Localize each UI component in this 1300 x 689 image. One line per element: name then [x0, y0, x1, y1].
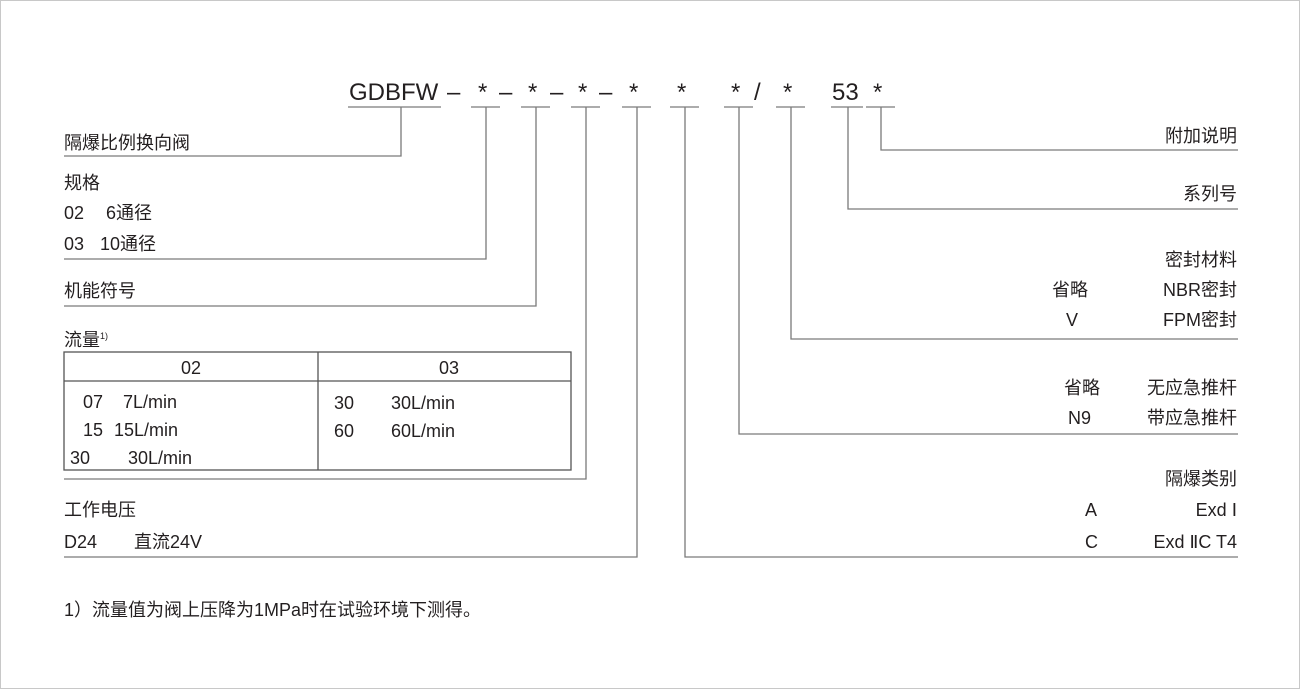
explosion-desc: Exd ⅡC T4 — [1153, 532, 1237, 552]
footnote: 1）流量值为阀上压降为1MPa时在试验环境下测得。 — [64, 600, 482, 620]
explosion-desc: Exd Ⅰ — [1195, 500, 1237, 520]
code-size: * — [478, 79, 488, 106]
voltage-code: D24 — [64, 532, 98, 552]
flow-value: 30L/min — [128, 448, 193, 468]
size-code: 03 — [64, 234, 85, 254]
explosion-title: 隔爆类别 — [1165, 469, 1237, 489]
flow-title: 流量1) — [64, 325, 108, 351]
series-title: 系列号 — [1183, 184, 1237, 204]
flow-value: 60L/min — [391, 421, 456, 441]
seal-title: 密封材料 — [1165, 250, 1237, 270]
code-dash: – — [599, 79, 613, 106]
explosion-code: C — [1085, 532, 1098, 552]
emergency-desc: 带应急推杆 — [1147, 408, 1237, 428]
size-desc: 10通径 — [100, 234, 157, 254]
flow-code: 30 — [334, 393, 355, 413]
flow-code: 30 — [70, 448, 91, 468]
voltage-desc: 直流24V — [134, 532, 203, 552]
emergency-desc: 无应急推杆 — [1147, 378, 1237, 398]
emergency-code: 省略 — [1064, 378, 1100, 398]
code-dash: – — [550, 79, 564, 106]
flow-value: 30L/min — [391, 393, 456, 413]
code-flow: * — [578, 79, 588, 106]
size-code: 02 — [64, 203, 85, 223]
code-series: 53 — [832, 79, 859, 106]
flow-footnote-mark: 1) — [100, 331, 109, 341]
size-title: 规格 — [64, 173, 100, 193]
code-explosion: * — [677, 79, 687, 106]
table-header: 03 — [439, 358, 460, 378]
flow-code: 60 — [334, 421, 355, 441]
function-title: 机能符号 — [64, 281, 136, 301]
explosion-code: A — [1085, 500, 1098, 520]
seal-code: 省略 — [1052, 280, 1088, 300]
code-function: * — [528, 79, 538, 106]
code-seal: * — [783, 79, 793, 106]
seal-code: V — [1066, 310, 1079, 330]
seal-desc: FPM密封 — [1163, 310, 1237, 330]
valve-type-label: 隔爆比例换向阀 — [64, 133, 190, 153]
table-header: 02 — [181, 358, 202, 378]
code-dash: – — [447, 79, 461, 106]
flow-code: 15 — [83, 420, 104, 440]
flow-value: 15L/min — [114, 420, 179, 440]
code-slash: / — [754, 79, 761, 106]
code-extra: * — [873, 79, 883, 106]
size-desc: 6通径 — [106, 203, 153, 223]
code-emergency: * — [731, 79, 741, 106]
voltage-title: 工作电压 — [64, 500, 136, 520]
flow-value: 7L/min — [123, 392, 178, 412]
emergency-code: N9 — [1068, 408, 1092, 428]
extra-title: 附加说明 — [1165, 126, 1237, 146]
code-prefix: GDBFW — [349, 79, 439, 106]
seal-desc: NBR密封 — [1162, 280, 1237, 300]
code-dash: – — [499, 79, 513, 106]
flow-title-text: 流量 — [64, 330, 100, 350]
code-voltage: * — [629, 79, 639, 106]
flow-code: 07 — [83, 392, 104, 412]
